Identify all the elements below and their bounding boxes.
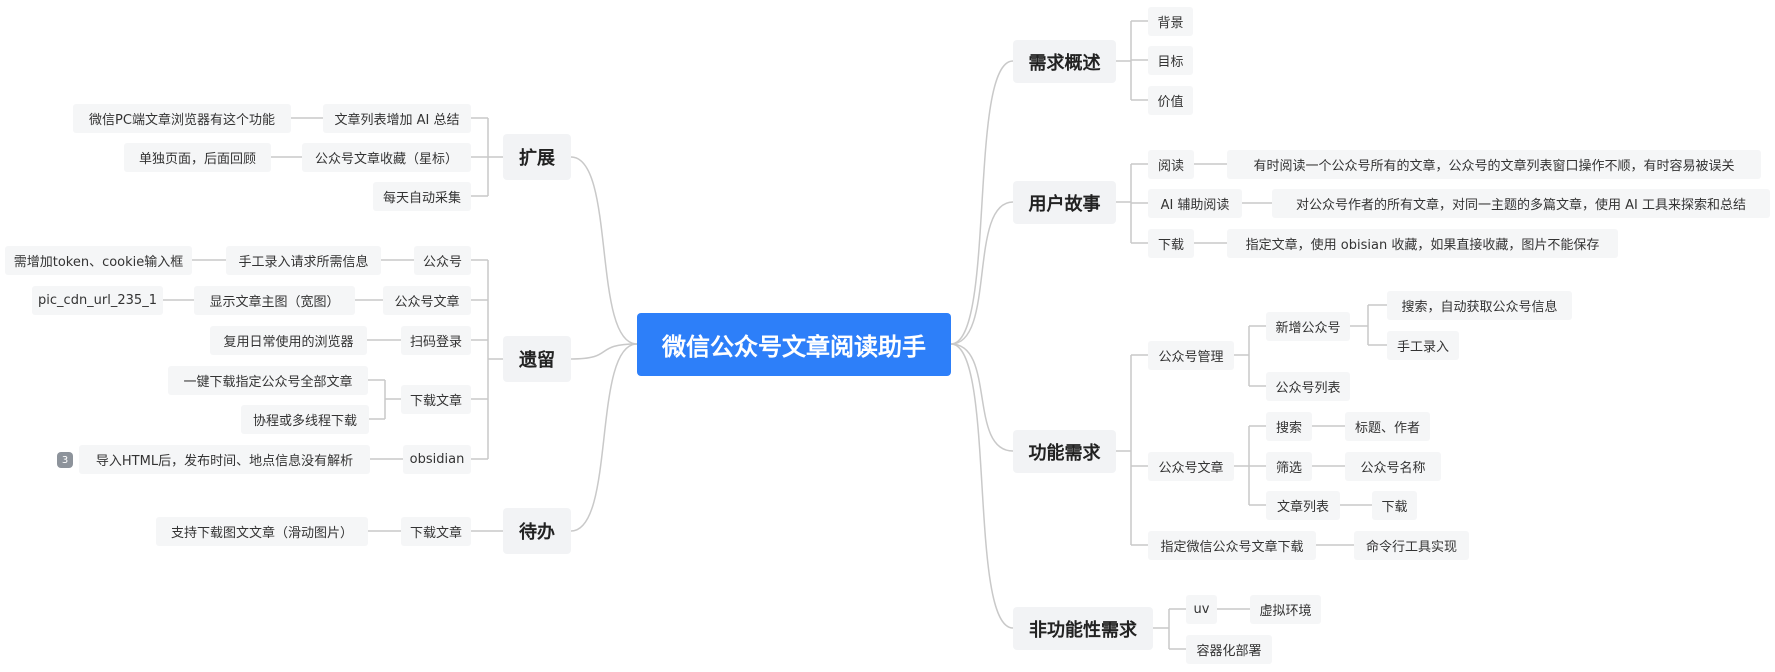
legacy-manual-request-info[interactable]: 手工录入请求所需信息 (226, 246, 381, 275)
topic-background[interactable]: 背景 (1148, 7, 1193, 36)
story-reading-note[interactable]: 有时阅读一个公众号所有的文章，公众号的文章列表窗口操作不顺，有时容易被误关 (1227, 150, 1761, 179)
comment-count-badge[interactable]: 3 (57, 452, 73, 468)
legacy-obsidian[interactable]: obsidian (403, 445, 471, 474)
branch-functional[interactable]: 功能需求 (1013, 430, 1116, 473)
root-branch-connector (950, 343, 1014, 452)
topic-cli-tool[interactable]: 命令行工具实现 (1354, 531, 1469, 560)
topic-account-management[interactable]: 公众号管理 (1148, 341, 1234, 370)
branch-non-functional[interactable]: 非功能性需求 (1013, 607, 1153, 650)
ext-favorite-star[interactable]: 公众号文章收藏（星标） (302, 143, 471, 172)
branch-user-stories[interactable]: 用户故事 (1013, 181, 1116, 224)
topic-download-item[interactable]: 下载 (1372, 491, 1417, 520)
story-ai-reading[interactable]: AI 辅助阅读 (1148, 189, 1242, 218)
topic-specified-download[interactable]: 指定微信公众号文章下载 (1148, 531, 1316, 560)
ext-daily-collect[interactable]: 每天自动采集 (373, 182, 471, 211)
ext-favorite-note[interactable]: 单独页面，后面回顾 (124, 143, 271, 172)
topic-article-list[interactable]: 文章列表 (1266, 491, 1340, 520)
root-branch-connector (570, 343, 638, 360)
legacy-reuse-browser[interactable]: 复用日常使用的浏览器 (210, 326, 367, 355)
topic-filter[interactable]: 筛选 (1266, 452, 1312, 481)
branch-extension[interactable]: 扩展 (503, 134, 571, 180)
legacy-account-article[interactable]: 公众号文章 (383, 286, 471, 315)
story-reading[interactable]: 阅读 (1148, 150, 1194, 179)
legacy-obsidian-note[interactable]: 导入HTML后，发布时间、地点信息没有解析 (79, 445, 370, 474)
topic-uv[interactable]: uv (1186, 595, 1217, 624)
legacy-show-main-image[interactable]: 显示文章主图（宽图） (194, 286, 355, 315)
topic-goal[interactable]: 目标 (1148, 46, 1193, 75)
topic-title-author[interactable]: 标题、作者 (1345, 412, 1430, 441)
topic-account-articles[interactable]: 公众号文章 (1148, 452, 1234, 481)
story-ai-reading-note[interactable]: 对公众号作者的所有文章，对同一主题的多篇文章，使用 AI 工具来探索和总结 (1272, 189, 1770, 218)
story-download-note[interactable]: 指定文章，使用 obisian 收藏，如果直接收藏，图片不能保存 (1227, 229, 1618, 258)
topic-value[interactable]: 价值 (1148, 86, 1193, 115)
topic-add-account[interactable]: 新增公众号 (1266, 312, 1350, 341)
ext-ai-summary[interactable]: 文章列表增加 AI 总结 (323, 104, 471, 133)
ext-ai-summary-note[interactable]: 微信PC端文章浏览器有这个功能 (73, 104, 291, 133)
todo-download-articles[interactable]: 下载文章 (401, 517, 471, 546)
branch-requirements-overview[interactable]: 需求概述 (1013, 40, 1116, 83)
legacy-account[interactable]: 公众号 (414, 246, 471, 275)
root-branch-connector (570, 343, 638, 532)
root-topic[interactable]: 微信公众号文章阅读助手 (637, 313, 951, 376)
topic-containerized-deploy[interactable]: 容器化部署 (1186, 635, 1272, 664)
topic-account-list[interactable]: 公众号列表 (1266, 372, 1350, 401)
legacy-one-click-download[interactable]: 一键下载指定公众号全部文章 (168, 366, 368, 395)
topic-auto-search[interactable]: 搜索，自动获取公众号信息 (1387, 291, 1572, 320)
topic-manual-entry[interactable]: 手工录入 (1387, 331, 1459, 360)
todo-slide-images[interactable]: 支持下载图文文章（滑动图片） (156, 517, 368, 546)
root-branch-connector (950, 60, 1014, 345)
topic-account-name[interactable]: 公众号名称 (1345, 452, 1441, 481)
legacy-token-cookie-note[interactable]: 需增加token、cookie输入框 (5, 246, 192, 275)
root-branch-connector (950, 201, 1014, 345)
root-branch-connector (570, 156, 638, 345)
root-branch-connector (950, 343, 1014, 629)
topic-virtual-env[interactable]: 虚拟环境 (1250, 595, 1321, 624)
branch-todo[interactable]: 待办 (503, 508, 571, 554)
branch-legacy[interactable]: 遗留 (503, 336, 571, 382)
legacy-qr-login[interactable]: 扫码登录 (401, 326, 471, 355)
story-download[interactable]: 下载 (1148, 229, 1194, 258)
topic-search[interactable]: 搜索 (1266, 412, 1312, 441)
legacy-download-articles[interactable]: 下载文章 (401, 385, 471, 414)
legacy-concurrent-download[interactable]: 协程或多线程下载 (241, 405, 369, 434)
legacy-pic-cdn-note[interactable]: pic_cdn_url_235_1 (32, 286, 163, 315)
